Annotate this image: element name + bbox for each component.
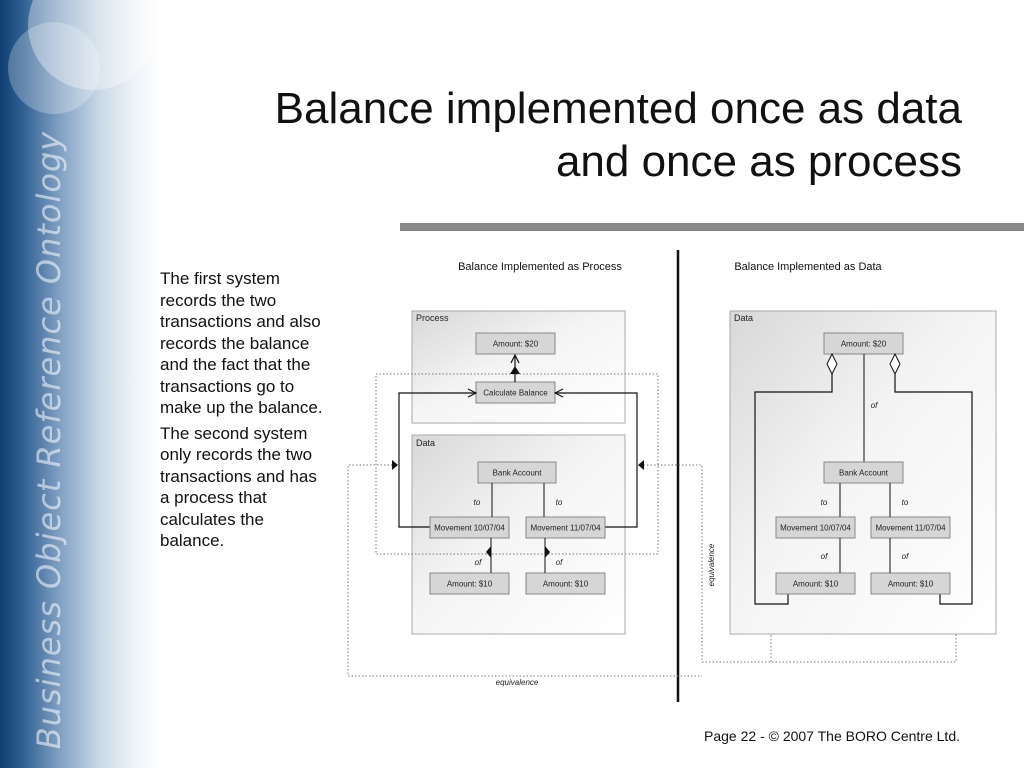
left-amount-total-label: Amount: $20 — [493, 340, 539, 349]
title-line-1: Balance implemented once as data — [274, 84, 962, 133]
equivalence-label-bottom: equivalence — [496, 678, 539, 687]
right-to-label-1: to — [821, 498, 828, 507]
body-text: The first system records the two transac… — [160, 268, 330, 556]
left-movement2-label: Movement 11/07/04 — [530, 524, 601, 533]
left-bank-account-box — [477, 461, 557, 484]
process-panel — [411, 310, 626, 424]
movement2-to-calc-arrow — [555, 393, 638, 528]
right-amount1-label: Amount: $10 — [793, 580, 839, 589]
decorative-circle — [8, 22, 100, 114]
left-of-label-1: of — [475, 558, 482, 567]
paragraph-1: The first system records the two transac… — [160, 269, 323, 417]
right-amount2-box — [870, 572, 951, 595]
left-amount1-box — [429, 572, 510, 595]
right-column-title: Balance Implemented as Data — [734, 261, 882, 273]
left-to-label-2: to — [556, 498, 563, 507]
right-of-label-1: of — [821, 552, 828, 561]
right-movement1-box — [775, 516, 856, 539]
paragraph-2: The second system only records the two t… — [160, 423, 317, 551]
left-amount2-label: Amount: $10 — [543, 580, 589, 589]
title-rule — [400, 223, 1024, 231]
left-column-title: Balance Implemented as Process — [458, 261, 622, 273]
right-to-label-2: to — [902, 498, 909, 507]
calc-arrow-marker — [510, 366, 520, 374]
left-amount2-box — [525, 572, 606, 595]
right-bank-account-label: Bank Account — [839, 469, 889, 478]
equivalence-arrow-left — [392, 460, 398, 470]
right-movement2-box — [870, 516, 951, 539]
left-movement1-box — [429, 516, 510, 539]
equivalence-connector-right — [640, 464, 957, 663]
left-amount1-label: Amount: $10 — [447, 580, 493, 589]
left-bank-account-label: Bank Account — [493, 469, 543, 478]
right-amount2-label: Amount: $10 — [888, 580, 934, 589]
left-of-label-2: of — [556, 558, 563, 567]
right-amount1-to-total-line — [754, 374, 833, 605]
right-amount2-to-total-line — [894, 374, 973, 605]
title-line-2: and once as process — [555, 137, 962, 186]
right-amount-total-label: Amount: $20 — [841, 340, 887, 349]
process-panel-label: Process — [416, 313, 449, 323]
right-amount1-box — [775, 572, 856, 595]
right-data-panel-label: Data — [734, 313, 753, 323]
left-of-arrow-2 — [545, 546, 550, 558]
right-of-label-top: of — [871, 401, 878, 410]
right-bank-account-box — [823, 461, 904, 484]
side-band: Business Object Reference Ontology — [0, 0, 160, 768]
left-to-label-1: to — [474, 498, 481, 507]
right-of-label-2: of — [902, 552, 909, 561]
right-movement2-label: Movement 11/07/04 — [875, 524, 946, 533]
equivalence-label-vertical: equivalence — [707, 543, 716, 586]
left-movement2-box — [525, 516, 606, 539]
calculate-balance-label: Calculate Balance — [483, 389, 548, 398]
footer-page-info: Page 22 - © 2007 The BORO Centre Ltd. — [704, 728, 960, 744]
left-data-panel-label: Data — [416, 438, 435, 448]
left-movement1-label: Movement 10/07/04 — [434, 524, 505, 533]
movement1-to-calc-arrow — [398, 393, 476, 528]
slide-title: Balance implemented once as data and onc… — [142, 82, 962, 188]
equivalence-arrow-right — [638, 460, 644, 470]
left-of-arrow-1 — [486, 546, 491, 558]
right-movement1-label: Movement 10/07/04 — [780, 524, 851, 533]
